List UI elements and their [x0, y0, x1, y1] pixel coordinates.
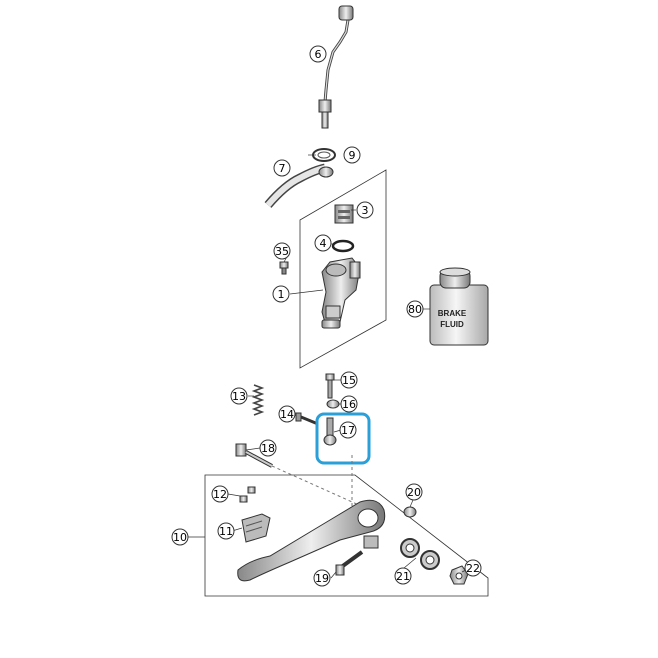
callout-16: 16	[340, 395, 358, 413]
callout-20: 20	[405, 483, 423, 501]
screw-35	[279, 261, 289, 275]
callout-circle	[314, 234, 332, 252]
callout-circle	[217, 522, 235, 540]
callout-circle	[339, 421, 357, 439]
callout-number: 13	[232, 390, 246, 403]
callout-number: 4	[320, 237, 327, 250]
pivot-bolt-18	[235, 443, 273, 468]
callout-circle	[171, 528, 189, 546]
callout-number: 15	[342, 374, 356, 387]
callout-number: 21	[396, 570, 410, 583]
callout-number: 35	[275, 245, 289, 258]
callout-number: 20	[407, 486, 421, 499]
callout-circle	[273, 242, 291, 260]
bearings-21	[400, 538, 440, 570]
lever-group-frame	[204, 474, 489, 597]
callout-number: 14	[280, 408, 294, 421]
callout-number: 1	[278, 288, 285, 301]
callout-circle	[340, 371, 358, 389]
callout-21: 21	[394, 567, 412, 585]
bottle-label-fluid: FLUID	[440, 320, 464, 329]
callout-circle	[313, 569, 331, 587]
callout-6: 6	[309, 45, 327, 63]
callout-circle	[394, 567, 412, 585]
callout-circle	[405, 483, 423, 501]
callout-number: 16	[342, 398, 356, 411]
callout-11: 11	[217, 522, 235, 540]
callout-18: 18	[259, 439, 277, 457]
return-spring	[251, 384, 265, 416]
callout-number: 3	[362, 204, 369, 217]
nut-16	[326, 399, 340, 409]
callout-number: 10	[173, 531, 187, 544]
callout-circle	[406, 300, 424, 318]
callout-80: 80	[406, 300, 424, 318]
washer-20	[403, 506, 417, 518]
callout-1: 1	[272, 285, 290, 303]
highlight-box	[315, 412, 371, 465]
cylinder-group-frame	[299, 169, 387, 369]
callout-7: 7	[273, 159, 291, 177]
callout-number: 9	[349, 149, 356, 162]
callout-10: 10	[171, 528, 189, 546]
callout-circle	[278, 405, 296, 423]
bolt-19	[335, 550, 364, 576]
callout-circle	[464, 559, 482, 577]
foot-tip	[241, 513, 271, 543]
o-ring	[331, 239, 355, 253]
pin-15	[325, 373, 335, 399]
callout-19: 19	[313, 569, 331, 587]
push-rod	[323, 417, 337, 446]
callout-15: 15	[340, 371, 358, 389]
callout-number: 7	[279, 162, 286, 175]
callout-group: 6 7 9 3 4 35 1 80 15 13 16 14 17 18 20 12 10 11 21 22 19	[171, 45, 482, 587]
bottle-label-brake: BRAKE	[438, 309, 467, 318]
callout-number: 17	[341, 424, 355, 437]
brake-lever	[237, 499, 386, 582]
callout-circle	[343, 146, 361, 164]
callout-circle	[272, 285, 290, 303]
brake-fluid-bottle: BRAKE FLUID	[429, 267, 489, 346]
callout-17: 17	[339, 421, 357, 439]
callout-circle	[211, 485, 229, 503]
master-cylinder	[321, 257, 361, 329]
callout-circle	[230, 387, 248, 405]
brake-switch-line	[318, 5, 354, 129]
callout-9: 9	[343, 146, 361, 164]
callout-number: 19	[315, 572, 329, 585]
callout-number: 6	[315, 48, 322, 61]
callout-circle	[309, 45, 327, 63]
callout-circle	[273, 159, 291, 177]
callout-circle	[340, 395, 358, 413]
leader-lines	[188, 154, 467, 579]
callout-number: 80	[408, 303, 422, 316]
callout-number: 11	[219, 525, 233, 538]
callout-14: 14	[278, 405, 296, 423]
brake-hose	[264, 148, 336, 208]
callout-13: 13	[230, 387, 248, 405]
bolt-14	[295, 412, 319, 426]
callout-3: 3	[356, 201, 374, 219]
callout-number: 18	[261, 442, 275, 455]
callout-4: 4	[314, 234, 332, 252]
callout-circle	[356, 201, 374, 219]
callout-22: 22	[464, 559, 482, 577]
callout-number: 12	[213, 488, 227, 501]
reservoir-cap	[334, 204, 354, 224]
nut-22	[449, 565, 469, 585]
screws-12	[239, 486, 256, 503]
callout-12: 12	[211, 485, 229, 503]
callout-35: 35	[273, 242, 291, 260]
callout-circle	[259, 439, 277, 457]
callout-number: 22	[466, 562, 480, 575]
